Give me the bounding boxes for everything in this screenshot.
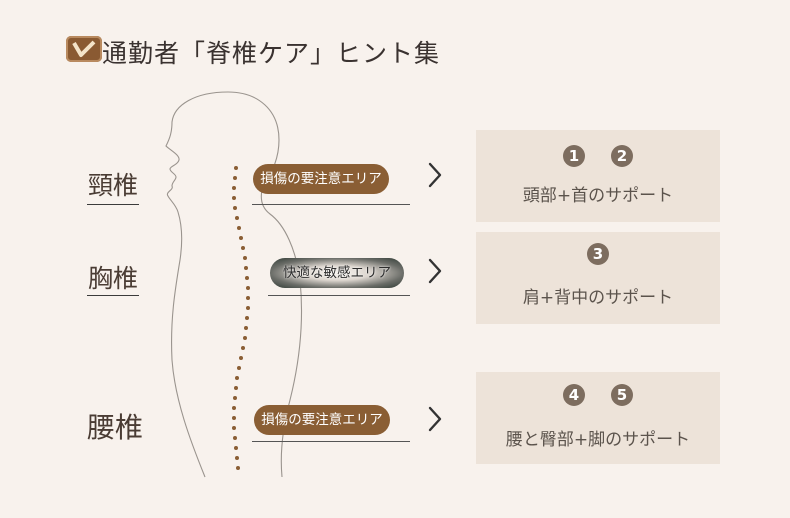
card-text: 腰と臀部+脚のサポート <box>505 430 691 450</box>
label-thoracic-text: 胸椎 <box>87 264 138 293</box>
number-badge: 1 <box>563 145 585 167</box>
number-badge: 4 <box>563 384 585 406</box>
chevron-right-icon <box>428 162 442 188</box>
pill-comfort-sensitive: 快適な敏感エリア <box>270 258 404 288</box>
divider-line <box>252 204 410 205</box>
logo <box>66 36 102 62</box>
check-logo-icon <box>72 40 96 57</box>
label-underline <box>87 295 139 296</box>
card-badges: 3 <box>476 243 720 265</box>
divider-line <box>252 441 410 442</box>
number-badge: 5 <box>611 384 633 406</box>
card-text: 肩+背中のサポート <box>522 288 674 308</box>
chevron-right-icon <box>428 258 442 284</box>
label-cervical: 頸椎 <box>87 166 139 205</box>
label-lumbar-text: 腰椎 <box>86 411 143 444</box>
card-text: 頭部+首のサポート <box>522 186 674 206</box>
divider-line <box>268 295 410 296</box>
label-thoracic: 胸椎 <box>87 259 139 296</box>
pill-injury-warning-lumbar: 損傷の要注意エリア <box>254 405 390 435</box>
label-lumbar: 腰椎 <box>84 406 146 446</box>
pill-injury-warning-cervical: 損傷の要注意エリア <box>253 164 389 194</box>
support-card-shoulder-back: 3 肩+背中のサポート <box>476 232 720 324</box>
number-badge: 2 <box>611 145 633 167</box>
label-underline <box>87 204 139 205</box>
spine-dots <box>232 166 250 470</box>
number-badge: 3 <box>587 243 609 265</box>
chevron-right-icon <box>428 406 442 432</box>
label-cervical-text: 頸椎 <box>87 171 138 200</box>
page-title: 通勤者「脊椎ケア」ヒント集 <box>102 39 441 68</box>
